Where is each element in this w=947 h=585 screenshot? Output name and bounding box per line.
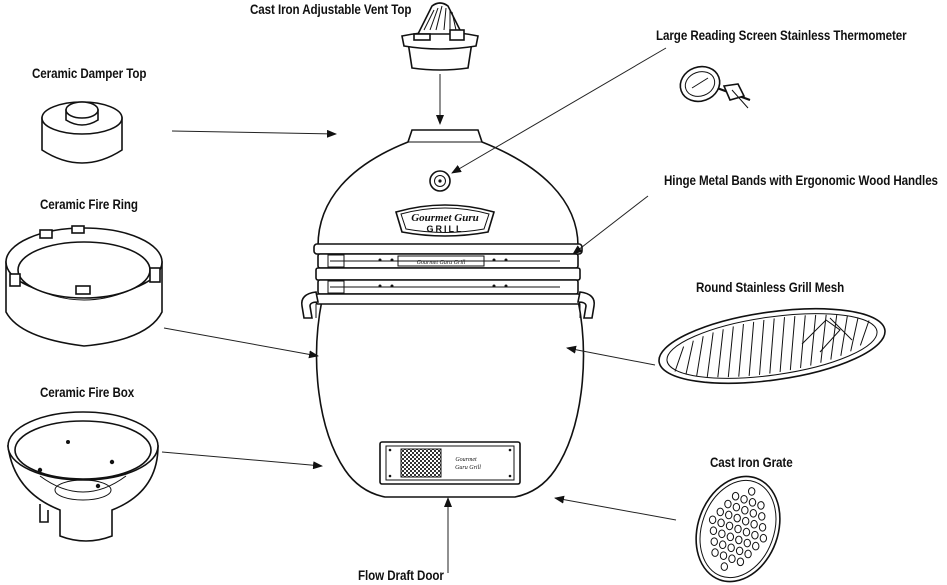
arrow-grill-mesh <box>566 345 656 366</box>
thermometer-drawing <box>679 65 751 109</box>
label-damper-top: Ceramic Damper Top <box>32 66 147 81</box>
wood-handles <box>300 291 596 319</box>
arrow-thermometer <box>451 47 667 174</box>
logo-badge: Gourmet Guru GRILL <box>395 204 495 237</box>
label-grate: Cast Iron Grate <box>710 455 793 470</box>
door-branding-2: Guru Grill <box>455 465 481 471</box>
grill-assembly: Gourmet Guru GRILL Gourmet Guru Grill <box>300 129 596 498</box>
door-branding-1: Gourmet <box>455 457 477 463</box>
fire-ring-drawing <box>5 225 163 347</box>
fire-box-drawing <box>7 411 159 542</box>
draft-door: Gourmet Guru Grill <box>379 441 521 485</box>
arrow-bands <box>572 195 649 255</box>
grill-mesh-drawing <box>658 307 886 385</box>
label-fire-ring: Ceramic Fire Ring <box>40 197 138 212</box>
leader-arrows <box>161 47 677 573</box>
label-vent-top: Cast Iron Adjustable Vent Top <box>250 2 412 17</box>
arrow-damper-top <box>171 129 337 138</box>
label-draft-door: Flow Draft Door <box>358 568 444 583</box>
label-fire-box: Ceramic Fire Box <box>40 385 135 400</box>
vent-top-drawing <box>401 2 479 71</box>
arrow-grate <box>554 495 677 521</box>
upper-band: Gourmet Guru Grill <box>313 243 583 269</box>
label-grill-mesh: Round Stainless Grill Mesh <box>696 280 845 295</box>
lower-band <box>315 267 581 305</box>
dome-thermometer <box>429 170 451 192</box>
band-branding: Gourmet Guru Grill <box>417 260 466 266</box>
logo-line1: Gourmet Guru <box>411 212 479 224</box>
grate-drawing <box>695 475 781 583</box>
logo-line2: GRILL <box>427 224 464 234</box>
arrow-fire-box <box>161 451 323 470</box>
arrow-fire-ring <box>163 327 319 359</box>
damper-top-drawing <box>41 101 123 164</box>
label-bands: Hinge Metal Bands with Ergonomic Wood Ha… <box>664 173 938 188</box>
label-thermometer: Large Reading Screen Stainless Thermomet… <box>656 28 907 43</box>
